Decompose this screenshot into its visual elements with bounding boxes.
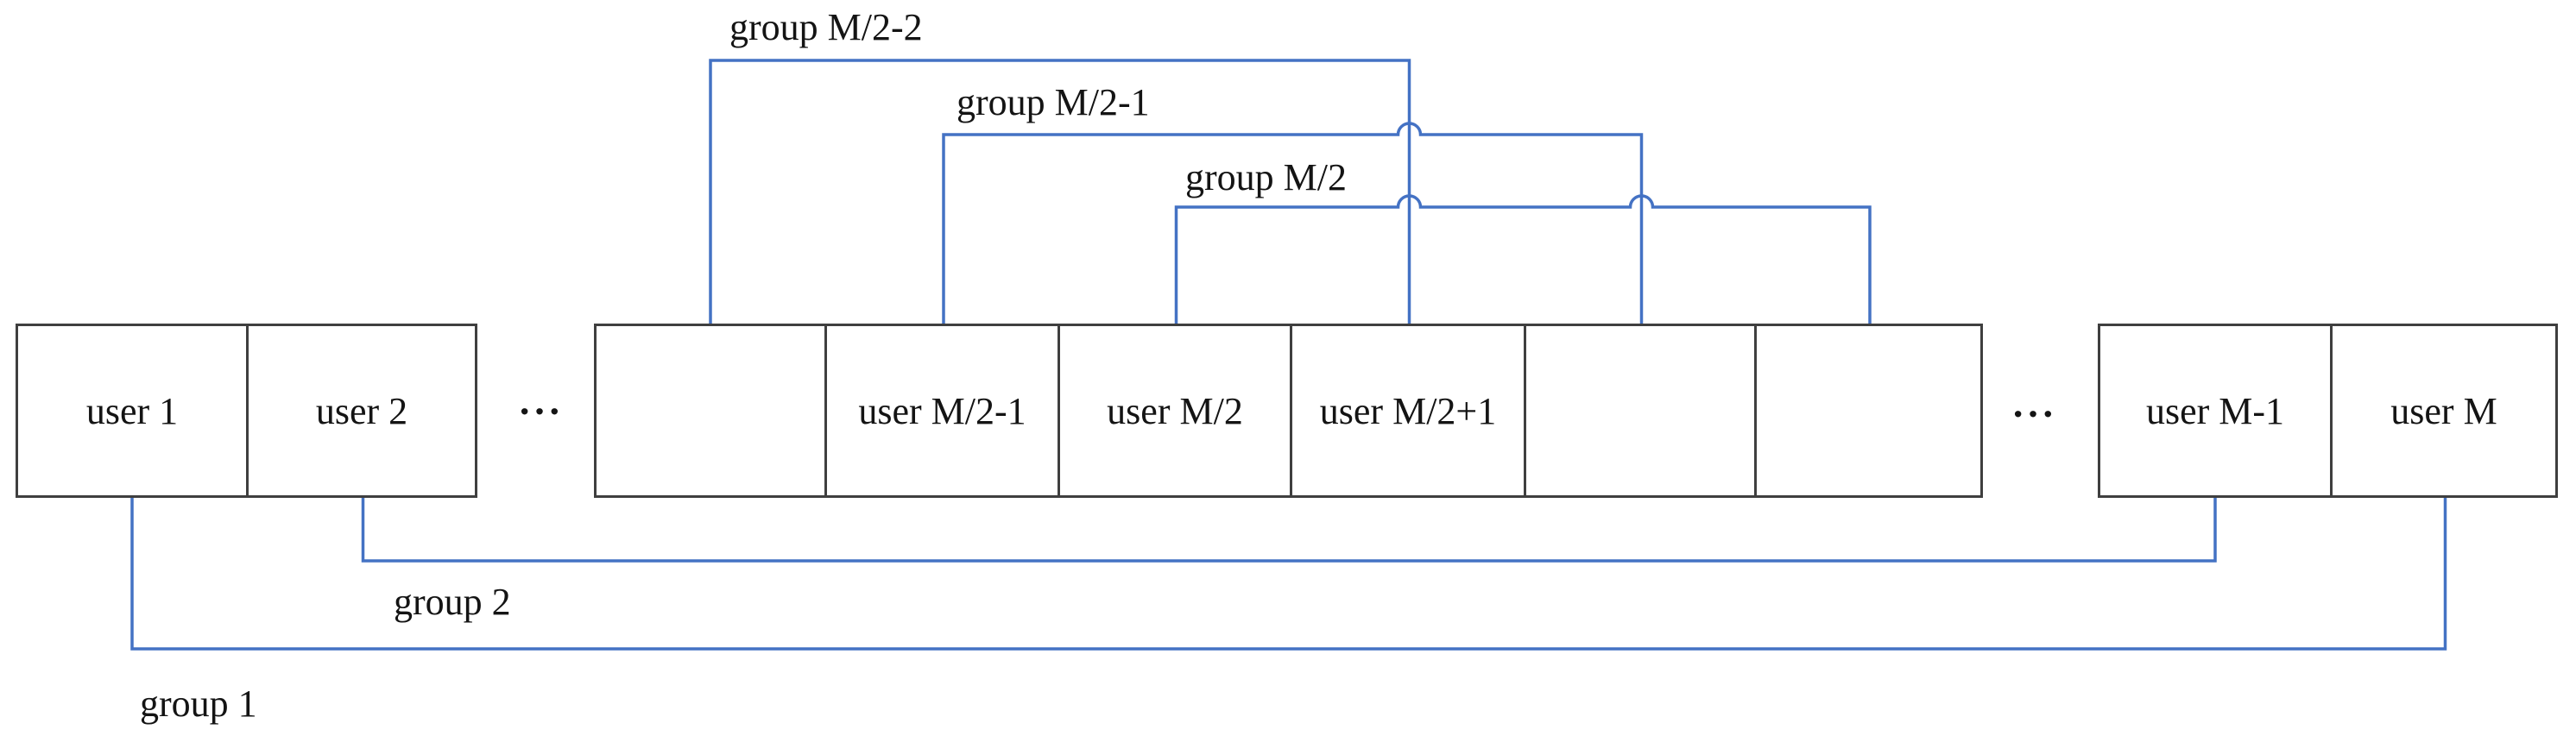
user-box-2: user 2 [246,324,477,498]
user-box-label: user 2 [315,389,408,432]
group-label-m2: group M/2 [1185,156,1347,198]
group-1-bracket [130,498,2447,651]
user-box-label: user M-1 [2145,389,2285,432]
group-label-m2-1: group M/2-1 [957,81,1150,123]
user-box-m2p1: user M/2+1 [1290,324,1526,498]
group-label-1: group 1 [140,683,257,725]
user-box-label: user M/2+1 [1319,389,1497,432]
user-box-m: user M [2330,324,2558,498]
ellipsis-right: ··· [2011,392,2057,436]
group-m-2-bracket [1174,194,1872,324]
user-box-label: user M/2 [1107,389,1243,432]
user-box-m2-2 [594,324,827,498]
ellipsis-left: ··· [517,389,564,433]
user-box-1: user 1 [16,324,249,498]
group-2-bracket [361,498,2217,563]
user-box-m2-1: user M/2-1 [824,324,1060,498]
user-box-m-1: user M-1 [2098,324,2333,498]
group-label-2: group 2 [394,581,511,623]
group-m-2-1-bracket [942,122,1644,324]
user-box-label: user M/2-1 [858,389,1026,432]
user-box-label: user M [2390,389,2497,432]
user-box-m2: user M/2 [1058,324,1292,498]
user-box-m2p2 [1524,324,1757,498]
group-label-m2-2: group M/2-2 [729,6,923,48]
user-box-label: user 1 [85,389,179,432]
user-box-m2p3 [1754,324,1983,498]
